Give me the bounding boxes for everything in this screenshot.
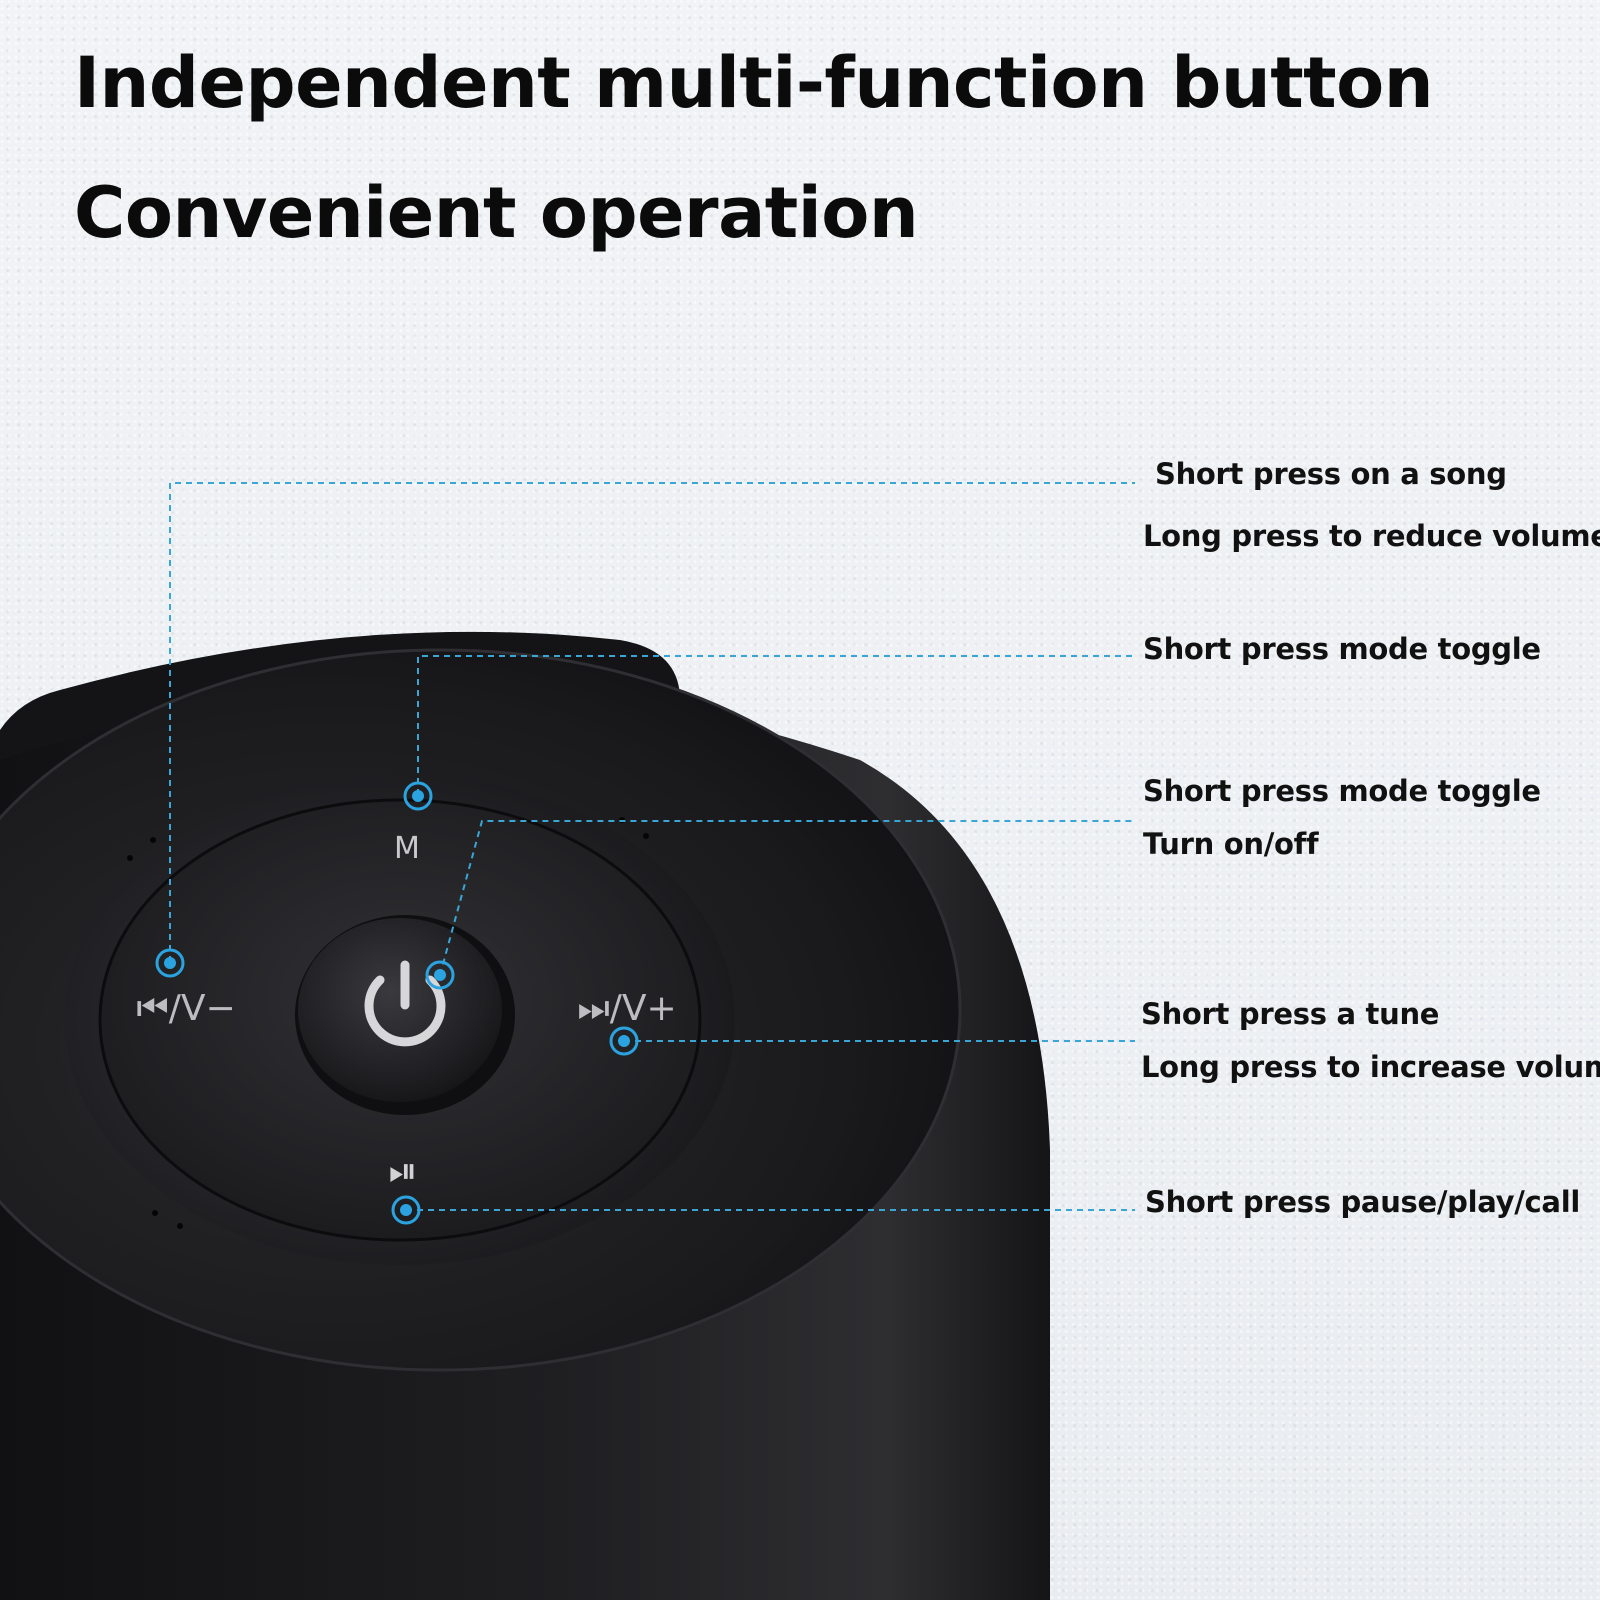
callout-next-line-2: Long press to increase volume bbox=[1141, 1050, 1600, 1084]
power-icon bbox=[364, 960, 446, 1047]
speaker-top-rim bbox=[0, 648, 962, 1372]
marker-next bbox=[609, 1026, 639, 1056]
callout-power-line-2: Turn on/off bbox=[1143, 827, 1319, 861]
next-button-label[interactable]: ⏭/V+ bbox=[577, 988, 676, 1029]
callout-play-line-1: Short press pause/play/call bbox=[1145, 1185, 1580, 1219]
headline-line-2: Convenient operation bbox=[74, 172, 919, 254]
marker-mode bbox=[403, 781, 433, 811]
callout-next-line-1: Short press a tune bbox=[1141, 997, 1440, 1031]
mode-button-label[interactable]: M bbox=[394, 831, 420, 866]
callout-power-line-1: Short press mode toggle bbox=[1143, 774, 1541, 808]
marker-power bbox=[425, 960, 455, 990]
callout-prev-line-2: Long press to reduce volume bbox=[1143, 519, 1600, 553]
leader-line-mode bbox=[417, 655, 1135, 795]
marker-play bbox=[391, 1195, 421, 1225]
play-button-label[interactable]: ⏯ bbox=[389, 1151, 418, 1192]
leader-line-prev bbox=[169, 482, 1135, 962]
marker-prev bbox=[155, 948, 185, 978]
callout-mode-line-1: Short press mode toggle bbox=[1143, 632, 1541, 666]
headline-line-1: Independent multi-function button bbox=[74, 42, 1434, 124]
leader-line-power bbox=[439, 820, 1135, 976]
callout-prev-line-1: Short press on a song bbox=[1155, 457, 1507, 491]
prev-button-label[interactable]: ⏮/V− bbox=[136, 988, 235, 1029]
